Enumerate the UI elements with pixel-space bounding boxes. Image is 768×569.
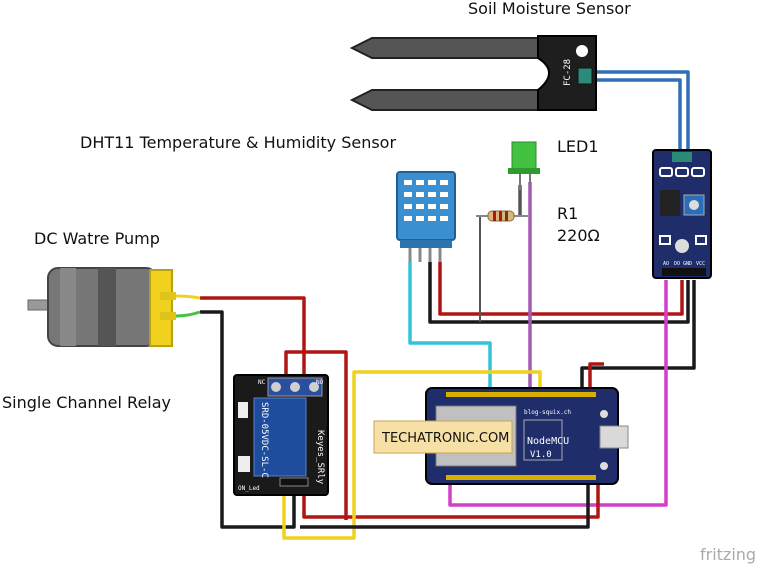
dht11-label: DHT11 Temperature & Humidity Sensor [80,133,396,152]
relay-brand: Keyes_SRly [315,430,325,485]
module-gnd-wire [428,262,690,324]
module-ao-wire [448,280,668,507]
dht-data-wire [408,262,492,390]
module-gnd-wire-2 [580,280,696,390]
dht11-sensor [396,171,456,262]
soil-sensor-label: Soil Moisture Sensor [468,0,631,18]
relay-label: Single Channel Relay [2,393,171,412]
led-label: LED1 [557,137,599,156]
nodemcu-board: NodeMCU V1.0 blog-squix.ch [425,387,629,485]
module-pin-do: DO [674,261,680,267]
led [508,141,540,190]
brand-text: TECHATRONIC.COM [381,431,509,446]
nodemcu-title: NodeMCU [527,436,569,447]
brand-box: TECHATRONIC.COM [373,420,513,454]
relay-com-wire [284,350,348,520]
fritzing-watermark: fritzing [700,545,756,564]
resistor-value-label: 220Ω [557,226,600,245]
relay-nc-label: NC [258,379,266,386]
relay-no-label: NO [316,379,324,386]
soil-sensor-module: AO DO GND VCC [652,149,712,279]
relay-module: NC NO SRD-05VDC-SL-C Keyes_SRly ON_Led [233,374,329,496]
dc-water-pump [27,267,201,347]
probe-model: FC-28 [563,59,573,86]
pump-label: DC Watre Pump [34,229,160,248]
soil-moisture-probe: FC-28 [349,35,597,111]
probe-wire-1 [592,70,690,152]
module-pin-ao: AO [663,261,669,267]
probe-wire-2 [592,78,682,152]
resistor-name-label: R1 [557,204,578,223]
pump-red-wire [200,296,306,382]
module-pin-vcc: VCC [696,261,705,267]
relay-in-wire [282,370,542,540]
nodemcu-site: blog-squix.ch [524,409,571,416]
nodemcu-gnd-wire [300,484,590,529]
module-vcc-wire [438,262,684,316]
relay-gnd-wire [200,310,296,529]
relay-led-label: ON_Led [238,485,260,492]
resistor [476,210,530,222]
wires [200,70,696,540]
nodemcu-vin-wire [588,362,604,390]
relay-vcc-wire [302,484,600,519]
module-pin-gnd: GND [683,261,692,267]
relay-model: SRD-05VDC-SL-C [259,402,269,478]
nodemcu-version: V1.0 [530,450,552,460]
